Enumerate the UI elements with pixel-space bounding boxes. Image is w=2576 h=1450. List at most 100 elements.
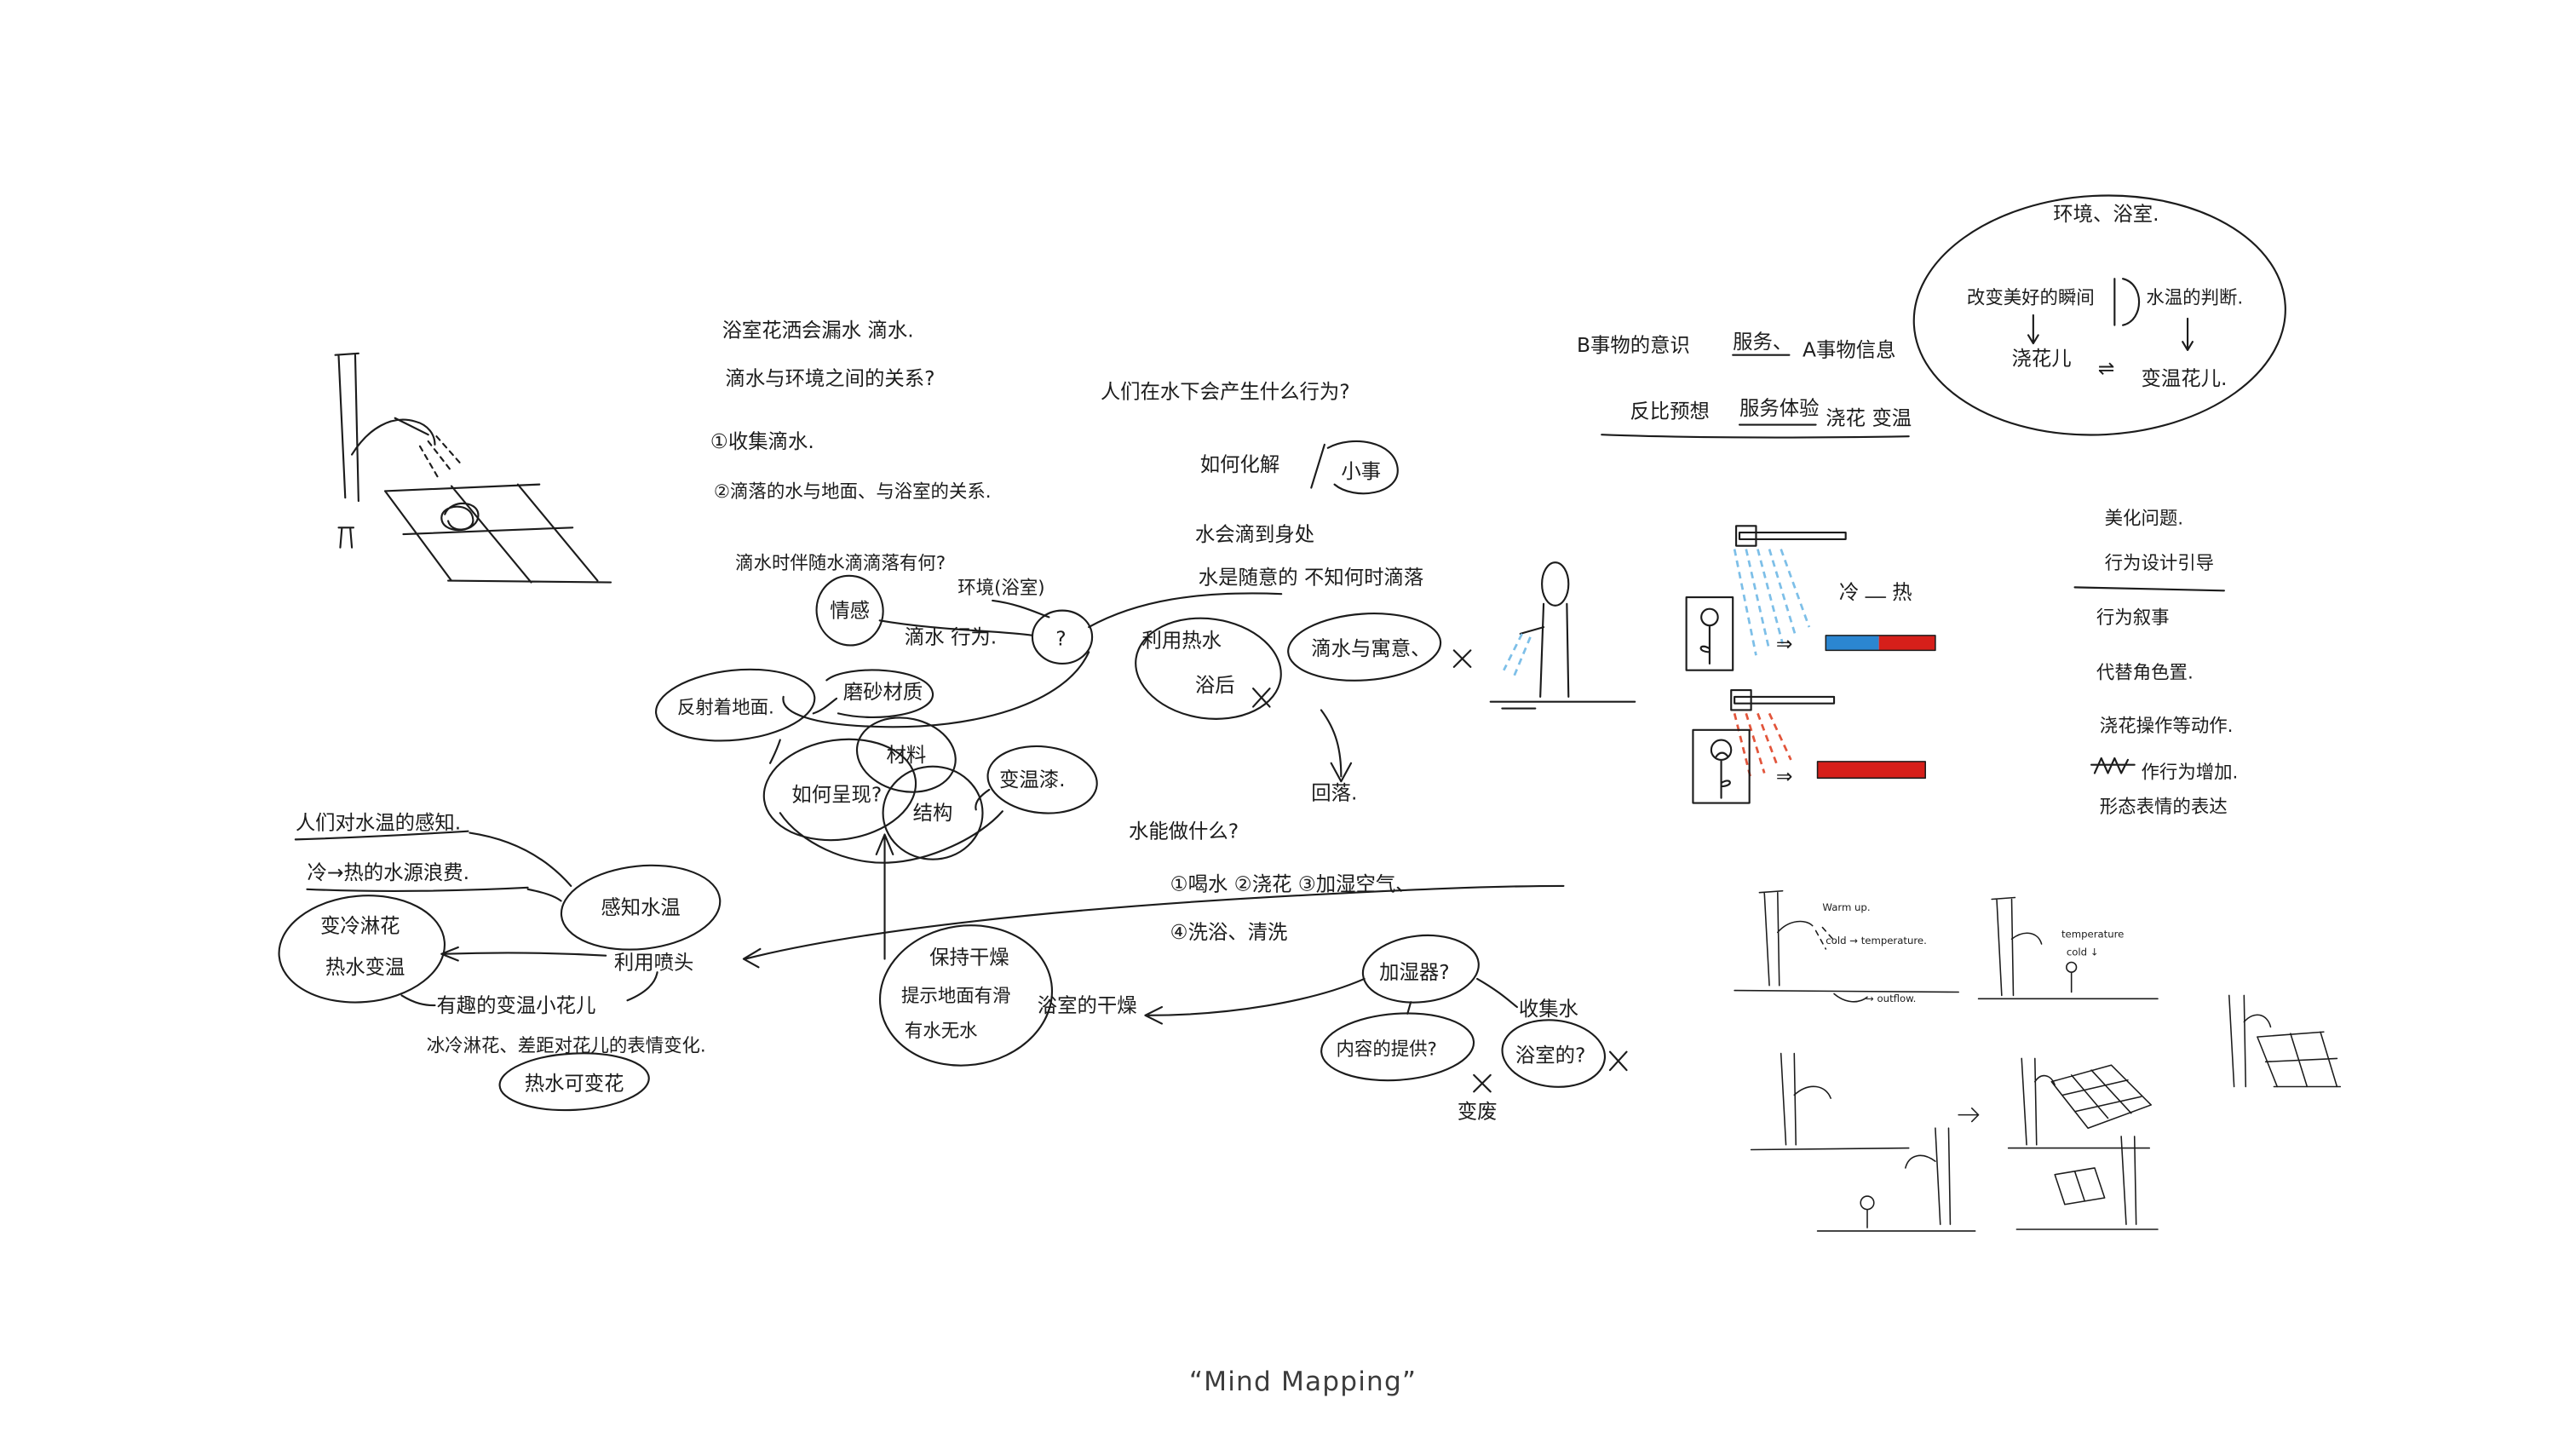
design-note-item: 浇花操作等动作.: [2100, 716, 2234, 737]
node-uses-line2: ④洗浴、清洗: [1170, 920, 1288, 944]
node-hint: 提示地面有滑: [901, 986, 1010, 1007]
flower-sad-icon: [1710, 739, 1733, 799]
crossed-out-word: [2090, 757, 2136, 774]
connector-waste-sense: [526, 888, 562, 902]
node-leak: 浴室花洒会漏水 滴水.: [722, 318, 914, 342]
node-frosted: 磨砂材质: [843, 680, 923, 704]
node-collect-water: 收集水: [1519, 997, 1578, 1021]
arrow-shower-to-flower: [440, 946, 607, 962]
node-service: 服务、: [1733, 330, 1792, 354]
circle-bathroom: [1501, 1019, 1607, 1088]
mini-label-outflow: → outflow.: [1866, 993, 1916, 1004]
temperature-cluster-shapes: [278, 830, 1565, 1112]
label-hot: 热: [1892, 580, 1912, 604]
arrow-down-fall: [1320, 709, 1353, 783]
concept-arrow-left: [2027, 314, 2039, 345]
material-cluster-shapes: [654, 668, 1098, 960]
sketch-spray: [418, 435, 463, 479]
design-note-item: 代替角色置.: [2096, 662, 2194, 683]
node-wet-dry: 有水无水: [905, 1021, 978, 1042]
node-solve: 如何化解: [1200, 452, 1279, 476]
node-after-bath: 浴后: [1195, 673, 1235, 697]
circle-paint: [986, 745, 1098, 814]
connector-reflect-frosted: [812, 697, 838, 715]
node-concept-change: 改变美好的瞬间: [1967, 287, 2095, 308]
cold-shower-panel: ⇒ 冷 热: [1685, 525, 1936, 671]
mini-sketch-b: [1977, 896, 2159, 1000]
mini-label-cold-temp: cold → temperature.: [1826, 935, 1927, 947]
node-b-awareness: B事物的意识: [1577, 333, 1690, 357]
node-random-drip: 水是随意的 不知何时滴落: [1199, 565, 1423, 589]
circle-small-matter: [1326, 440, 1399, 495]
mini-label-cold: cold ↓: [2067, 947, 2099, 958]
hot-shower-panel: ⇒: [1692, 689, 1926, 804]
node-experience: 服务体验: [1739, 396, 1819, 420]
concept-underline: [1601, 434, 1910, 439]
flower-happy-icon: [1699, 607, 1719, 665]
node-keep-dry: 保持干燥: [929, 945, 1009, 969]
temperature-bar-full-hot: [1817, 761, 1926, 779]
node-structure: 结构: [913, 801, 953, 825]
arrow-top: ⇒: [1776, 631, 1793, 655]
circle-content: [1320, 1012, 1475, 1082]
node-uses-question: 水能做什么?: [1129, 819, 1239, 843]
node-paint: 变温漆.: [999, 768, 1066, 791]
shower-floor-sketch: [334, 352, 612, 584]
flower-frame-top: [1685, 596, 1734, 671]
temperature-bar-cold: [1826, 635, 1879, 651]
uses-cluster-shapes: [878, 924, 1628, 1093]
mini-sketch-d: [1750, 1052, 1980, 1151]
concept-arrow-right: [2182, 317, 2194, 351]
node-floor-relation: ②滴落的水与地面、与浴室的关系.: [714, 481, 992, 503]
sketch-drop-scribble: [440, 502, 480, 532]
circle-humidifier: [1361, 934, 1480, 1004]
human-figure-sketch: [1489, 561, 1636, 710]
node-expression: 冰冷淋花、差距对花儿的表情变化.: [427, 1036, 706, 1057]
divider-slash: [1310, 443, 1325, 489]
sketch-shower-arm: [351, 417, 436, 456]
node-concept-judge: 水温的判断.: [2146, 287, 2243, 308]
design-note-item: 美化问题.: [2105, 508, 2183, 529]
mini-sketch-a-drops: [1814, 926, 1837, 950]
node-content: 内容的提供?: [1337, 1039, 1437, 1061]
cross-mark: [1473, 1073, 1492, 1093]
circle-material: [855, 716, 957, 793]
node-concept-water-flower: 浇花儿: [2012, 346, 2072, 370]
node-environment: 环境(浴室): [957, 578, 1044, 599]
notes-underline: [2073, 586, 2225, 592]
mini-sketch-a: [1734, 889, 1959, 1003]
mini-sketch-c: [2228, 994, 2342, 1088]
connector-reflect-present: [769, 739, 781, 764]
long-arrow-curve: [742, 884, 1565, 969]
label-cold: 冷: [1839, 580, 1859, 604]
node-bathroom: 浴室的?: [1515, 1043, 1586, 1067]
node-collect: ①收集滴水.: [710, 429, 814, 453]
connector-flower-fun: [400, 994, 436, 1007]
node-humidifier: 加湿器?: [1379, 960, 1450, 984]
figure-spray: [1503, 633, 1532, 678]
circle-meaning: [1287, 613, 1442, 682]
node-bath-dry: 浴室的干燥: [1038, 993, 1137, 1017]
temperature-bar-outline: [1825, 635, 1936, 652]
cross-mark: [1608, 1050, 1628, 1072]
mini-label-temperature: temperature: [2061, 928, 2124, 940]
circle-hot-water: [1135, 617, 1282, 720]
circle-sense: [560, 864, 722, 951]
figure-body: [1519, 602, 1570, 698]
circle-cold-flower: [278, 895, 446, 1004]
node-drip-behavior: 滴水 行为.: [905, 625, 997, 649]
node-drip-sound: 滴水时伴随水滴滴落有何?: [735, 553, 946, 574]
mini-storyboard: [1734, 889, 2342, 1232]
circle-keep-dry: [878, 924, 1054, 1067]
sketch-floor-grid: [383, 483, 612, 584]
connector-fun-shower: [626, 971, 658, 1002]
node-fall: 回落.: [1311, 781, 1357, 805]
node-present: 如何呈现?: [791, 783, 882, 807]
connector-lower-arc: [782, 651, 1090, 728]
node-uses-line1: ①喝水 ②浇花 ③加湿空气、: [1170, 872, 1416, 896]
node-reflect: 反射着地面.: [677, 697, 774, 718]
mini-sketch-f: [1816, 1127, 1976, 1232]
node-waste-note: 变废: [1458, 1100, 1498, 1124]
node-reverse: 反比预想: [1630, 400, 1709, 423]
